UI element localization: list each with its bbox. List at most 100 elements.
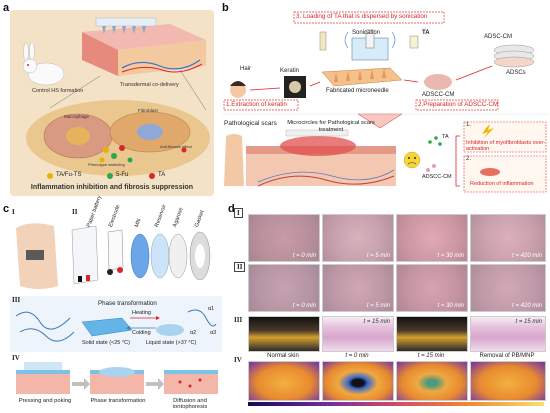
panel-b: 3. Loading of TA that is dispersed by so… — [222, 10, 548, 198]
ta-vial-icon — [409, 35, 419, 49]
step1-label: 1.Extraction of keratin — [226, 101, 287, 108]
wound-icon — [480, 168, 500, 176]
sonication-bath — [344, 29, 396, 61]
thermal-colorbar — [248, 402, 544, 406]
panel-c-roman-4: IV — [12, 354, 20, 362]
outcome-1-text: Inhibition of myofibroblasts over-activa… — [466, 140, 546, 152]
thermal-image-2 — [322, 361, 394, 401]
panel-c-roman-1: I — [12, 208, 15, 216]
cooling-label: Colding — [132, 330, 151, 336]
skin-photo-r1-c2: t = 5 min — [322, 214, 394, 262]
outcome-number-1: 1. — [466, 122, 472, 128]
alpha3-label: α3 — [210, 330, 217, 336]
thermal-image-3 — [396, 361, 468, 401]
skin-photo-r2-c1: t = 0 min — [248, 264, 320, 312]
row-label-3: III — [234, 316, 243, 324]
heating-label: Heating — [132, 310, 151, 316]
panel-label-c: c — [3, 203, 10, 215]
outcome-box-2 — [463, 155, 547, 193]
scar-skin-scene — [246, 129, 396, 187]
transdermal-label: Transdermal co-delivery — [120, 82, 179, 88]
thermal-label-1: Normal skin — [267, 353, 299, 359]
liquid-state-label: Liquid state (>37 °C) — [146, 340, 197, 346]
step2-label: 2.Preparation of ADSCC-CM — [418, 101, 499, 108]
skin-photo-r2-c4: t = 420 min — [470, 264, 546, 312]
step-diagram-3 — [164, 370, 218, 394]
legend-dot-5fu — [107, 173, 113, 179]
step-label-pressing: Pressing and poking — [18, 398, 72, 404]
step-diagram-2 — [90, 367, 144, 394]
cell-scene — [26, 100, 210, 176]
panel-label-d: d — [228, 203, 235, 215]
panel-d: I t = 0 min t = 5 min t = 30 min t = 420… — [234, 206, 548, 411]
panel-c-roman-2: II — [72, 208, 78, 216]
row-label-2: II — [234, 262, 246, 272]
adscc-cm-label: ADSCC-CM — [422, 92, 455, 98]
panel-a-caption: Inflammation inhibition and fibrosis sup… — [30, 184, 194, 191]
phase-label: Phase transformation — [98, 300, 157, 307]
adscs-label: ADSCs — [506, 70, 526, 76]
skin-photo-r1-c1: t = 0 min — [248, 214, 320, 262]
panel-label-a: a — [3, 2, 10, 14]
legend-dot-ta-fu-ts — [47, 173, 53, 179]
skin-photo-r1-c4: t = 420 min — [470, 214, 546, 262]
outcome-box-1 — [463, 121, 547, 153]
hair-label: Hair — [240, 66, 252, 72]
fibroblast-label: Fibroblast — [138, 108, 158, 113]
ta-label: TA — [422, 30, 430, 36]
panel-a: Control HS formation Transdermal co-deli… — [10, 10, 214, 196]
row-label-1: I — [234, 208, 243, 218]
ta2-label: TA — [442, 134, 449, 140]
histology-image-2: t = 15 min — [470, 316, 546, 352]
rabbit-icon — [22, 41, 65, 86]
legend-dot-ta — [149, 173, 155, 179]
panel-a-illustration — [22, 17, 210, 179]
adsc-cm-label: ADSC-CM — [484, 34, 512, 40]
microcircle-label: Microcircles for Pathological scars trea… — [287, 120, 375, 133]
antifibrosis-label: Anti-fibrosis effect — [160, 144, 192, 149]
liquid-drop — [156, 324, 184, 336]
oct-image-1 — [248, 316, 320, 352]
outcome-number-2: 2. — [466, 156, 472, 162]
step3-label: 3. Loading of TA that is dispersed by so… — [296, 13, 428, 20]
panel-c-roman-3: III — [12, 296, 21, 304]
sonication-label: Sonication — [352, 30, 381, 36]
keratin-label: Keratin — [280, 68, 300, 74]
thermal-label-4: Removal of PB/MNP — [479, 353, 535, 359]
thermal-label-3: t = 15 min — [417, 353, 445, 359]
skin-photo-r1-c3: t = 30 min — [396, 214, 468, 262]
panel-c: I II III IV Paper battery Electrode MN R… — [10, 195, 222, 411]
panel-label-b: b — [222, 2, 229, 14]
alpha2-label: α2 — [190, 330, 197, 336]
skin-block — [82, 17, 206, 76]
fabricated-label: Fabricated microneedle — [326, 88, 389, 94]
device-on-arm — [26, 250, 44, 260]
thermal-label-2: t = 0 min — [345, 353, 369, 359]
skin-photo-r2-c2: t = 5 min — [322, 264, 394, 312]
solid-block — [81, 317, 133, 337]
control-label: Control HS formation — [32, 88, 84, 94]
adscc-cm-blob — [424, 74, 452, 90]
adscc2-label: ADSCC-CM — [422, 174, 452, 180]
legend-ta-fu-ts: TA/Fu-TS — [56, 172, 82, 178]
histology-image-1: t = 15 min — [322, 316, 394, 352]
head-icon — [230, 81, 246, 98]
thermal-image-4 — [470, 361, 546, 401]
panel-c-illustration — [10, 223, 222, 394]
skin-photo-r2-c3: t = 30 min — [396, 264, 468, 312]
angry-face-icon — [403, 151, 421, 169]
solid-state-label: Solid state (<25 °C) — [82, 340, 130, 346]
step-label-diffusion: Diffusion and iontophoresis — [172, 398, 208, 410]
pathological-label: Pathological scars — [224, 120, 277, 127]
legend-ta: TA — [158, 172, 166, 178]
panel-b-illustration — [222, 11, 548, 193]
macrophage-label: Macrophage — [64, 114, 90, 119]
petri-dish-stack — [493, 44, 535, 68]
lightning-icon — [482, 124, 494, 138]
thermal-image-1 — [248, 361, 320, 401]
oct-image-2 — [396, 316, 468, 352]
tube-icon — [319, 31, 327, 51]
row-label-4: IV — [234, 356, 242, 364]
step-label-phase: Phase transformation — [90, 398, 146, 404]
alpha1-label: α1 — [208, 306, 215, 312]
